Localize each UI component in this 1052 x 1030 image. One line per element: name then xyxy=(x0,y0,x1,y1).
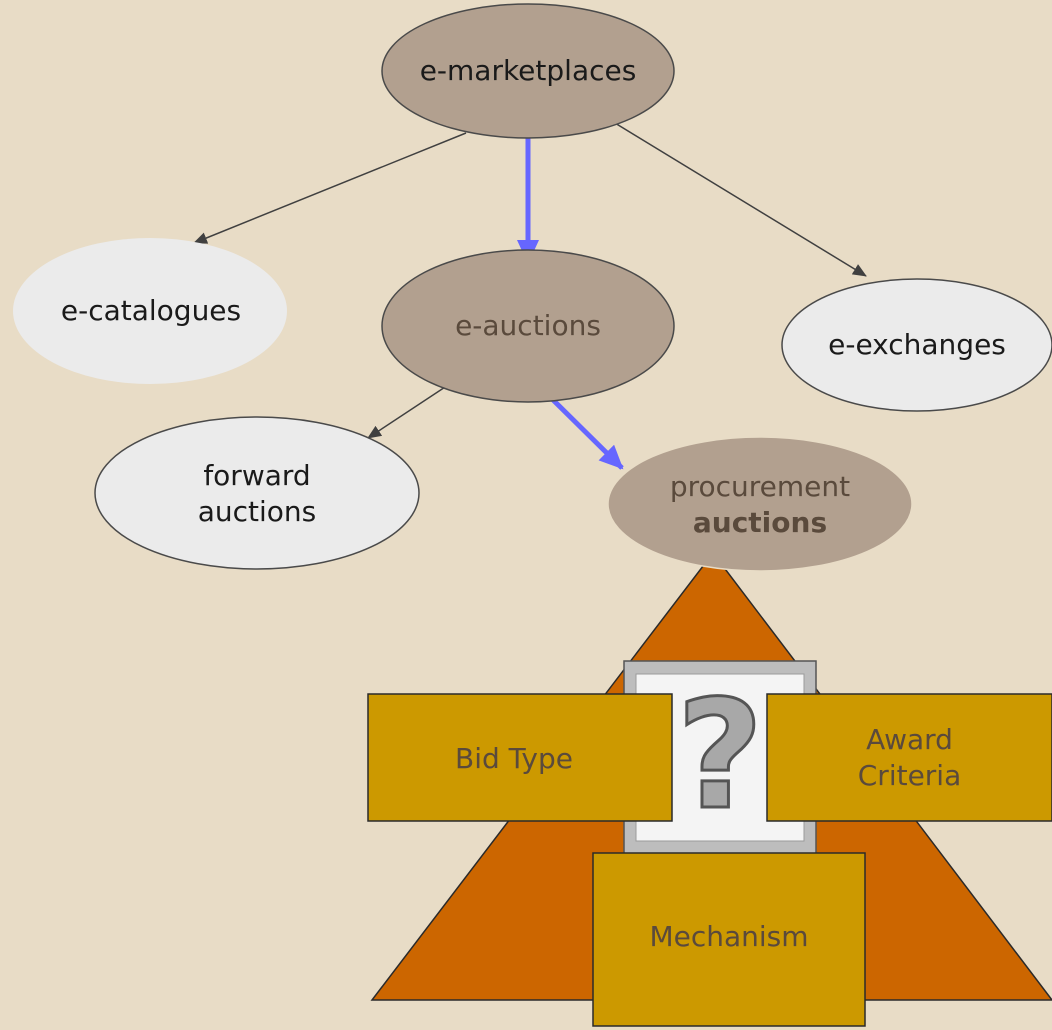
label-forward-line2: auctions xyxy=(197,495,317,528)
label-procurement-line1: procurement xyxy=(669,470,851,503)
node-forward-auctions xyxy=(94,416,420,570)
node-e-auctions xyxy=(381,249,675,403)
arrow-marketplaces-to-exchanges xyxy=(609,119,867,277)
label-award-criteria: Award Criteria xyxy=(767,718,1052,798)
label-forward-line1: forward xyxy=(203,459,311,492)
label-bid-type: Bid Type xyxy=(455,742,573,775)
label-e-catalogues: e-catalogues xyxy=(60,294,242,327)
node-procurement-auctions xyxy=(607,436,913,572)
label-award-line2: Criteria xyxy=(857,759,962,792)
label-procurement-line2: auctions xyxy=(692,506,828,539)
node-e-marketplaces xyxy=(381,3,675,139)
arrow-marketplaces-to-catalogues xyxy=(193,132,467,244)
block-award-criteria xyxy=(766,693,1052,822)
label-mechanism: Mechanism xyxy=(649,920,809,953)
node-e-catalogues xyxy=(13,238,287,384)
node-e-exchanges xyxy=(781,278,1052,412)
label-e-auctions: e-auctions xyxy=(455,309,601,342)
arrow-auctions-to-procurement xyxy=(541,388,624,470)
block-bid-type xyxy=(367,693,673,822)
label-award-line1: Award xyxy=(866,723,953,756)
question-mark-icon: ? xyxy=(675,669,765,843)
block-mechanism xyxy=(592,852,866,1027)
label-e-exchanges: e-exchanges xyxy=(828,328,1006,361)
label-forward-auctions: forward auctions xyxy=(95,456,419,532)
label-e-marketplaces: e-marketplaces xyxy=(419,54,637,87)
label-procurement-auctions: procurement auctions xyxy=(608,463,912,547)
